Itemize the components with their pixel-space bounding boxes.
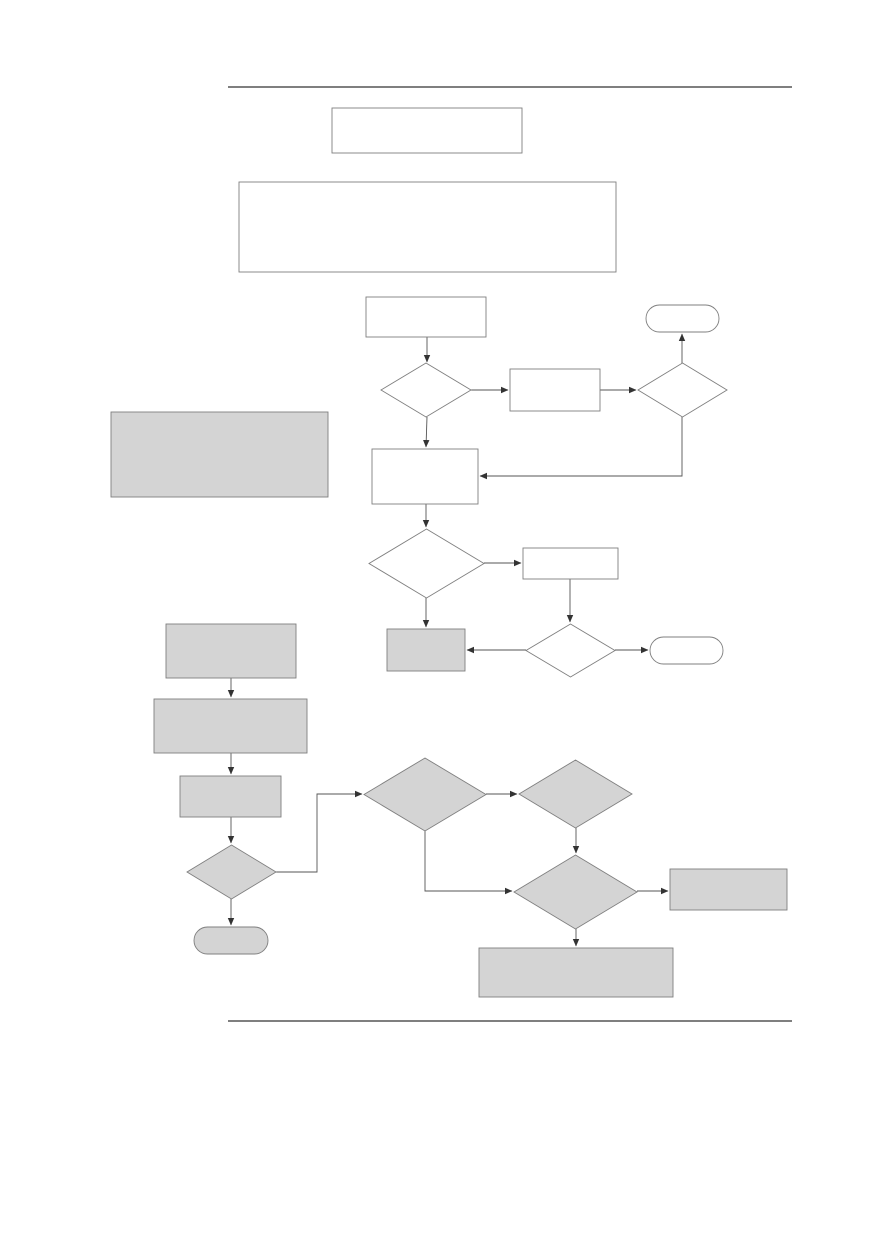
step-6-process-box: [179, 775, 282, 818]
decision-5-decision-shape: [518, 759, 633, 829]
nodes: [110, 107, 788, 998]
decision-2b-decision-shape: [525, 623, 616, 678]
decision-6-decision-shape: [513, 854, 638, 930]
step-8-process-box: [478, 947, 674, 998]
connectors: [227, 333, 686, 947]
step-3-process-box: [386, 628, 466, 672]
decision-2-decision-shape: [368, 528, 485, 599]
intro-box-process-box: [238, 181, 617, 273]
decision-4-decision-shape: [363, 757, 487, 832]
step-7-process-box: [669, 868, 788, 911]
terminal-3-terminal-shape: [193, 926, 269, 955]
title-box-process-box: [331, 107, 523, 154]
decision-1-decision-shape: [380, 362, 472, 418]
decision-1b-decision-shape: [637, 362, 728, 418]
step-2-process-box: [371, 448, 479, 505]
step-5-process-box: [153, 698, 308, 754]
connector-step-6-to-decision-3: [276, 790, 363, 873]
terminal-1-terminal-shape: [645, 304, 720, 333]
step-4-process-box: [165, 623, 297, 679]
terminal-2-terminal-shape: [649, 636, 724, 665]
step-1-process-box: [365, 296, 487, 338]
decision-3-decision-shape: [186, 844, 277, 900]
step-2b-process-box: [522, 547, 619, 580]
step-1b-process-box: [509, 368, 601, 412]
connector-decision-1-to-step-2: [423, 416, 430, 448]
connector-decision-4-to-decision-5: [424, 831, 513, 895]
connector-decision-1b-to-step-2: [479, 417, 683, 480]
note-box-process-box: [110, 411, 329, 498]
